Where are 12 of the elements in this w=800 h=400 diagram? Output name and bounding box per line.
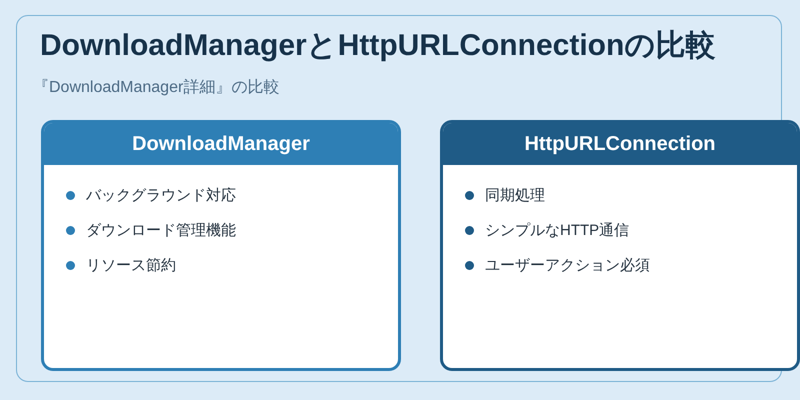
card-header: DownloadManager [44,123,398,165]
bullet-text: 同期処理 [485,186,545,206]
title: DownloadManagerとHttpURLConnectionの比較 [40,28,716,64]
comparison-card [440,120,800,371]
subtitle: 『DownloadManager詳細』の比較 [33,78,280,98]
bullet-text: リソース節約 [86,256,176,276]
bullet-text: ユーザーアクション必須 [485,256,650,276]
bullet-text: シンプルなHTTP通信 [485,221,630,241]
comparison-card [41,120,401,371]
card-header: HttpURLConnection [443,123,797,165]
bullet-text: バックグラウンド対応 [86,186,236,206]
bullet-text: ダウンロード管理機能 [86,221,236,241]
